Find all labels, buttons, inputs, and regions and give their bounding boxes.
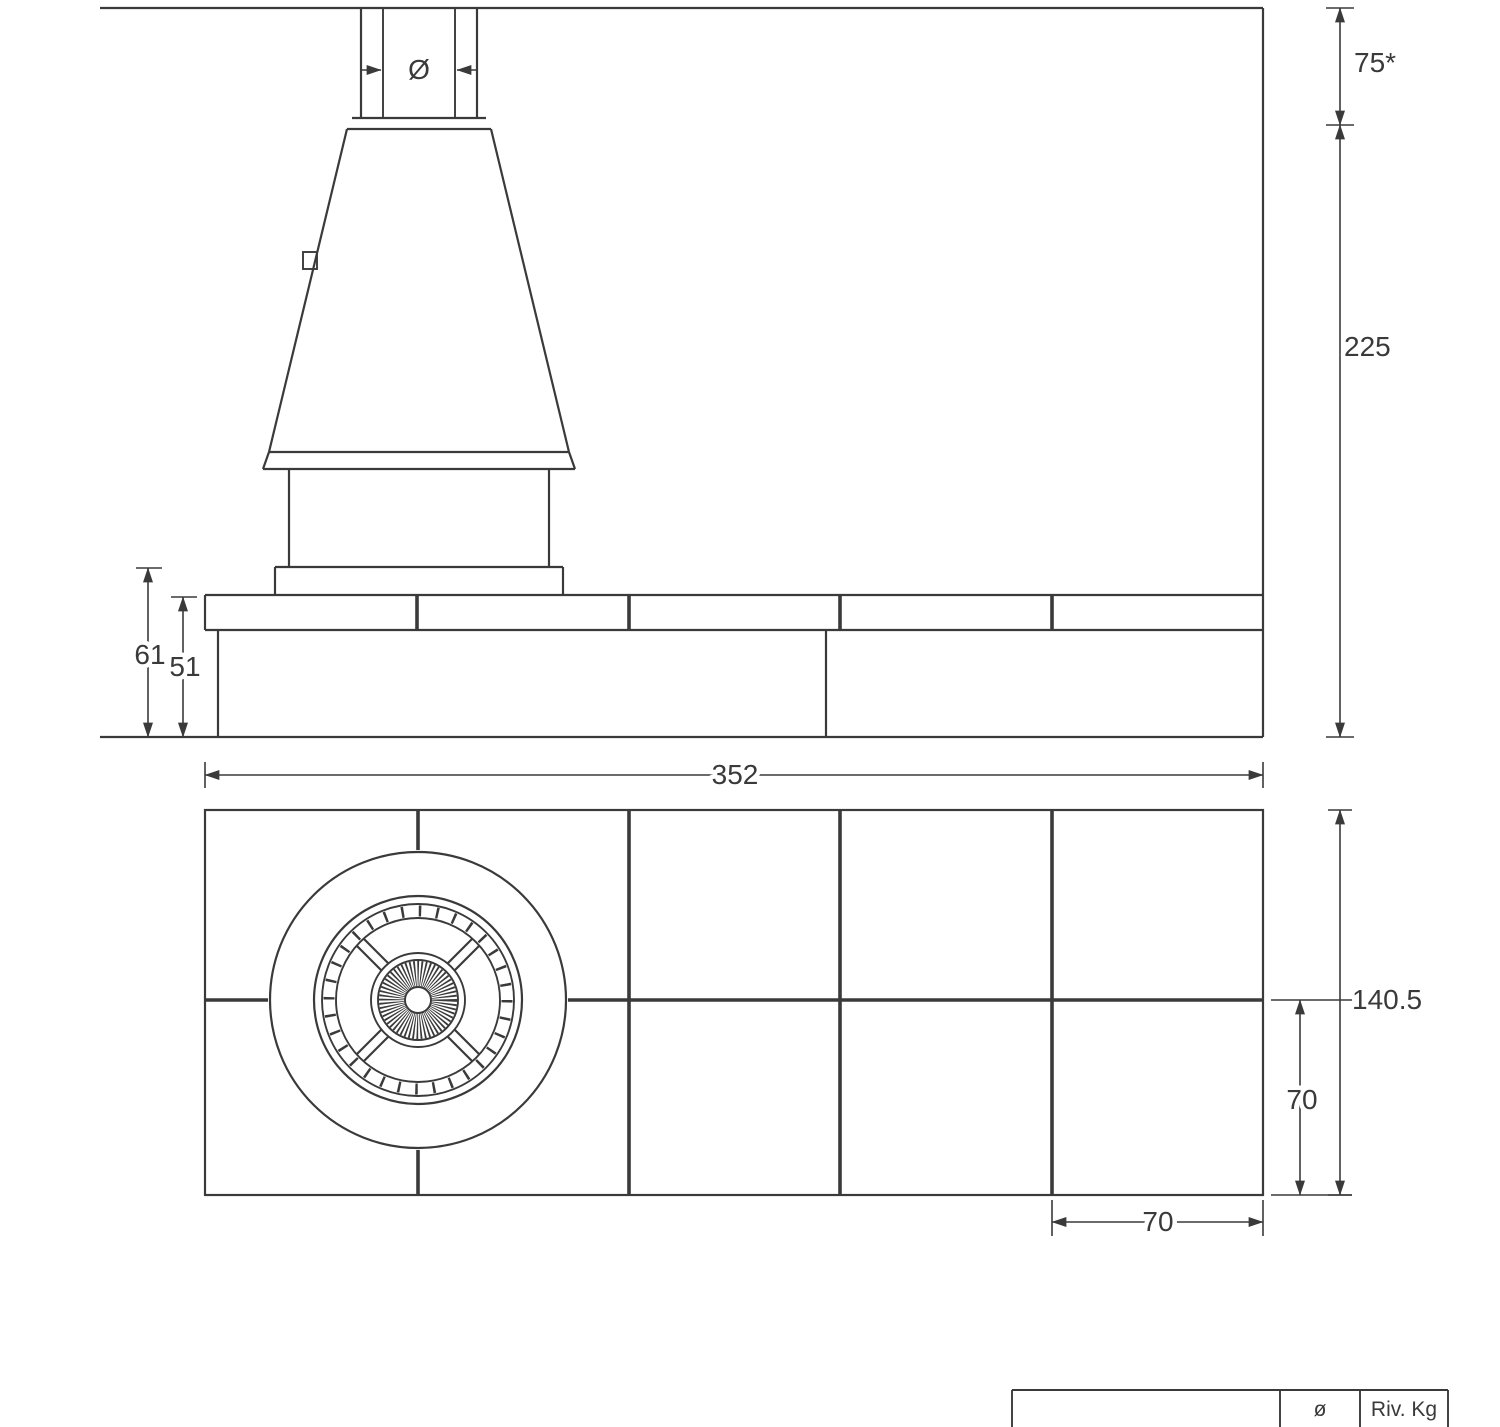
burner-outer-ring	[268, 850, 568, 1150]
dim-label-70-vertical: 70	[1286, 1084, 1317, 1115]
dim-tile-width: 70	[1051, 1200, 1264, 1242]
dim-half-depth: 70	[1271, 999, 1352, 1196]
plan-tile-joints	[205, 810, 1263, 1195]
dim-label-352: 352	[712, 759, 759, 790]
burner-tick-ring	[323, 905, 513, 1095]
burner-hub	[370, 952, 466, 1048]
dim-overall-depth: 140.5	[1328, 809, 1427, 1196]
dim-flue-diameter: Ø	[362, 50, 476, 90]
dim-label-flue-diameter: Ø	[408, 54, 430, 85]
dim-bench-61: 61	[130, 567, 170, 738]
plan-view	[203, 808, 1265, 1197]
elevation-view	[100, 6, 1265, 739]
firebox-body	[287, 469, 551, 567]
bench-countertop	[203, 593, 1263, 632]
dim-bench-51: 51	[165, 596, 205, 738]
firebox-plinth	[273, 565, 565, 595]
spec-table-weight-header: Riv. Kg	[1371, 1398, 1437, 1421]
spec-table-diameter-header: ø	[1314, 1398, 1327, 1421]
hood-cone	[261, 128, 577, 471]
burner-top-view	[268, 850, 568, 1150]
dim-label-75: 75*	[1354, 47, 1396, 78]
dim-label-51: 51	[169, 651, 200, 682]
plan-outline	[203, 808, 1265, 1197]
dim-label-70-horizontal: 70	[1142, 1206, 1173, 1237]
dim-overall-width: 352	[204, 755, 1264, 795]
bench-base	[216, 630, 828, 737]
damper-handle	[302, 251, 318, 270]
elevation-dimensions: Ø 61 51 75* 225 352	[130, 7, 1401, 795]
dim-label-61: 61	[134, 639, 165, 670]
dim-label-225: 225	[1344, 331, 1391, 362]
burner-cross-grate	[355, 937, 481, 1063]
spec-table: ø Riv. Kg	[1011, 1389, 1449, 1427]
plan-dimensions: 140.5 70 70	[1051, 809, 1427, 1242]
dim-label-140-5: 140.5	[1352, 984, 1422, 1015]
chimney-pipe	[347, 8, 491, 131]
dim-heights-right: 75* 225	[1326, 7, 1401, 738]
burner-sunburst	[379, 961, 457, 1039]
